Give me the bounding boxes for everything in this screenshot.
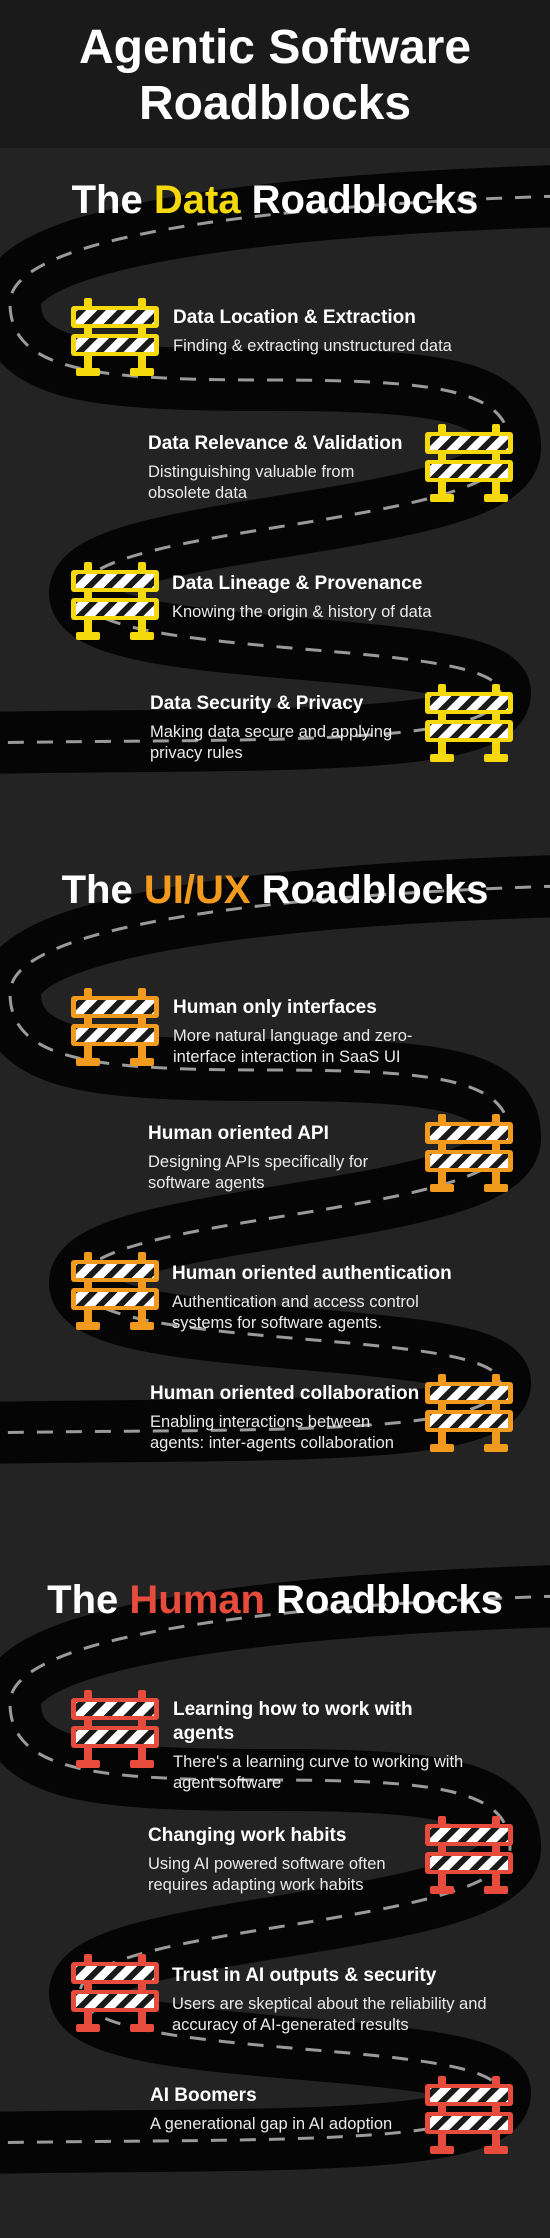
barrier-icon	[70, 1252, 160, 1332]
barrier-icon	[424, 424, 514, 504]
barrier-icon	[70, 1690, 160, 1770]
section-title-prefix: The	[61, 868, 144, 912]
roadblock-title: Trust in AI outputs & security	[172, 1965, 437, 1986]
barrier-icon	[70, 298, 160, 378]
section-title-suffix: Roadblocks	[240, 178, 479, 222]
section-title: The UI/UX Roadblocks	[0, 868, 550, 913]
section-uiux: The UI/UX Roadblocks Human only interfac…	[0, 838, 550, 1528]
roadblock-title: Changing work habits	[148, 1825, 347, 1846]
roadblock-description: There's a learning curve to working with…	[173, 1753, 464, 1792]
roadblock-description: Distinguishing valuable from obsolete da…	[148, 463, 355, 502]
barrier-icon	[70, 1954, 160, 2034]
roadblock-title: Human only interfaces	[173, 997, 377, 1018]
roadblock-description: Knowing the origin & history of data	[172, 603, 432, 621]
roadblock-title: Human oriented authentication	[172, 1263, 452, 1284]
section-data: The Data Roadblocks Data Location & Extr…	[0, 148, 550, 838]
roadblock-title: Data Relevance & Validation	[148, 433, 403, 454]
roadblock-item: Human oriented collaboration Enabling in…	[150, 1382, 422, 1454]
section-title-suffix: Roadblocks	[250, 868, 489, 912]
section-title-highlight: Data	[153, 178, 241, 222]
section-title: The Human Roadblocks	[0, 1578, 550, 1623]
roadblock-title: AI Boomers	[150, 2085, 257, 2106]
roadblock-item: Data Security & Privacy Making data secu…	[150, 692, 422, 764]
section-title-highlight: Human	[129, 1578, 265, 1622]
header: Agentic Software Roadblocks	[0, 0, 550, 148]
section-title-highlight: UI/UX	[143, 868, 251, 912]
roadblock-description: Making data secure and applying privacy …	[150, 723, 393, 762]
roadblock-item: Changing work habits Using AI powered so…	[148, 1824, 422, 1896]
barrier-icon	[70, 562, 160, 642]
barrier-icon	[424, 1114, 514, 1194]
roadblock-item: Data Lineage & Provenance Knowing the or…	[172, 572, 472, 623]
section-title: The Data Roadblocks	[0, 178, 550, 223]
roadblock-item: Human oriented API Designing APIs specif…	[148, 1122, 418, 1194]
roadblock-item: Human only interfaces More natural langu…	[173, 996, 453, 1068]
section-human: The Human Roadblocks Learning how to wor…	[0, 1548, 550, 2200]
roadblock-item: AI Boomers A generational gap in AI adop…	[150, 2084, 430, 2135]
main-title: Agentic Software Roadblocks	[78, 21, 472, 130]
roadblock-item: Data Location & Extraction Finding & ext…	[173, 306, 453, 357]
roadblock-description: Finding & extracting unstructured data	[173, 337, 452, 355]
barrier-icon	[424, 1816, 514, 1896]
roadblock-description: Designing APIs specifically for software…	[148, 1153, 369, 1192]
roadblock-description: Using AI powered software often requires…	[148, 1855, 386, 1894]
roadblock-description: A generational gap in AI adoption	[150, 2115, 393, 2133]
roadblock-description: Enabling interactions between agents: in…	[150, 1413, 394, 1452]
barrier-icon	[424, 684, 514, 764]
roadblock-item: Human oriented authentication Authentica…	[172, 1262, 472, 1334]
roadblock-item: Trust in AI outputs & security Users are…	[172, 1964, 502, 2036]
section-title-prefix: The	[71, 178, 154, 222]
section-title-prefix: The	[47, 1578, 130, 1622]
roadblock-title: Learning how to work with agents	[173, 1699, 413, 1744]
roadblock-description: Users are skeptical about the reliabilit…	[172, 1995, 487, 2034]
barrier-icon	[424, 1374, 514, 1454]
roadblock-title: Human oriented API	[148, 1123, 329, 1144]
section-title-suffix: Roadblocks	[264, 1578, 503, 1622]
roadblock-title: Data Lineage & Provenance	[172, 573, 423, 594]
roadblock-title: Data Location & Extraction	[173, 307, 416, 328]
roadblock-description: More natural language and zero-interface…	[173, 1027, 413, 1066]
roadblock-item: Data Relevance & Validation Distinguishi…	[148, 432, 418, 504]
roadblock-item: Learning how to work with agents There's…	[173, 1698, 473, 1794]
barrier-icon	[70, 988, 160, 1068]
barrier-icon	[424, 2076, 514, 2156]
roadblock-description: Authentication and access control system…	[172, 1293, 419, 1332]
roadblock-title: Human oriented collaboration	[150, 1383, 420, 1404]
roadblock-title: Data Security & Privacy	[150, 693, 364, 714]
